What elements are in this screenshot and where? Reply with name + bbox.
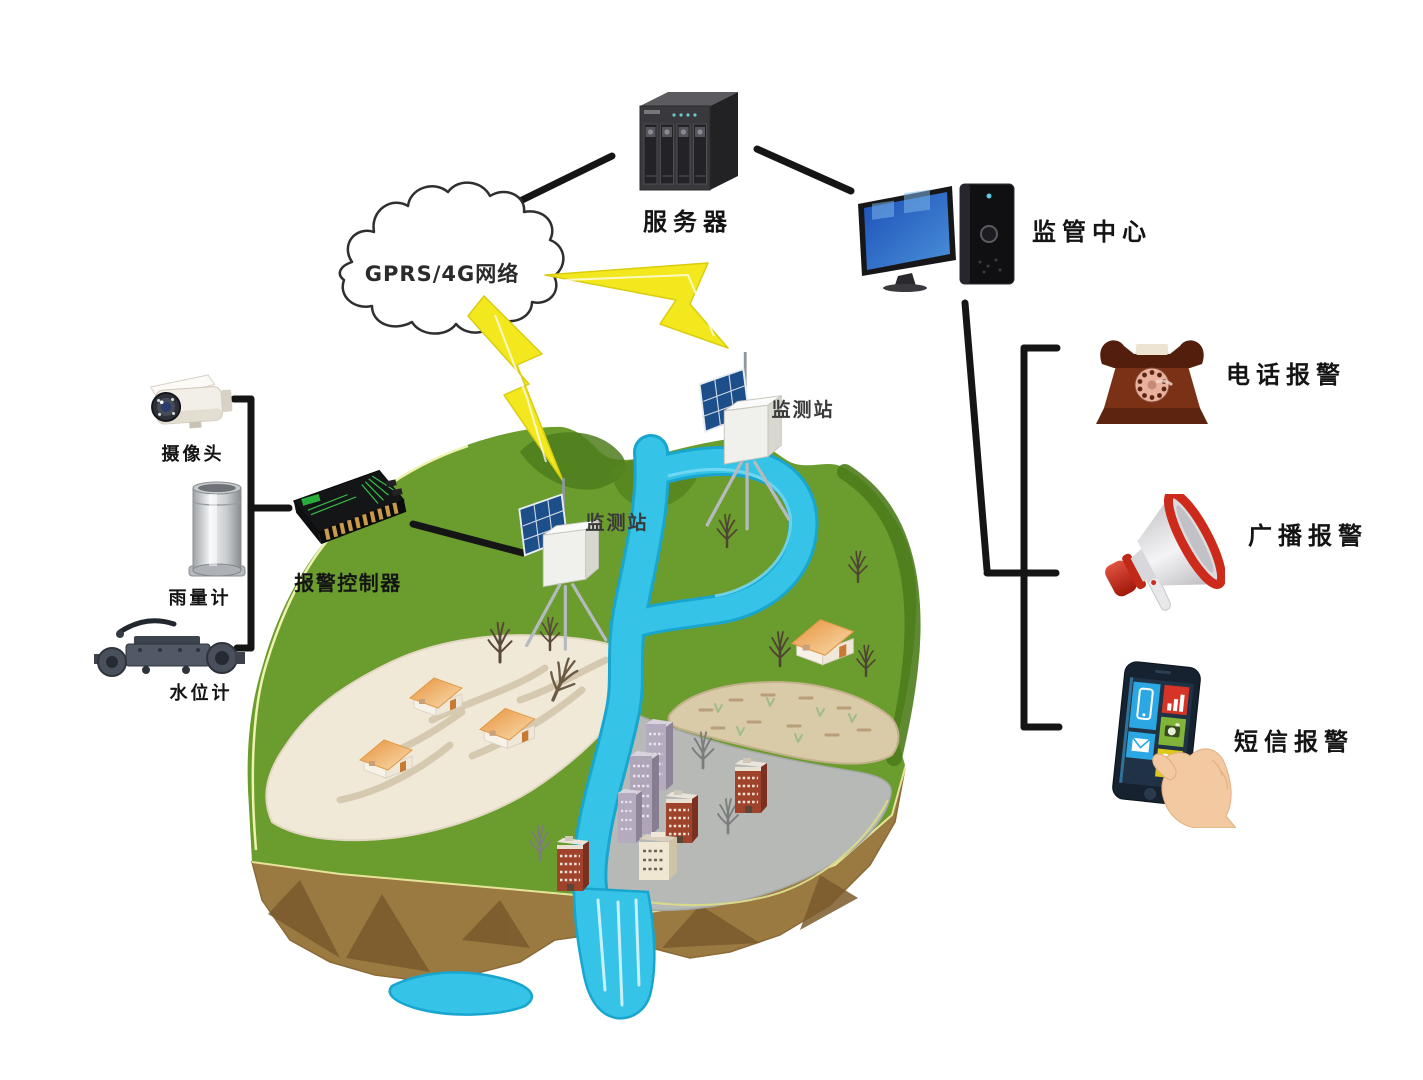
alarm-controller-label: 报警控制器 <box>294 573 402 595</box>
megaphone-icon <box>1105 494 1225 611</box>
lightning-bolt-left <box>467 295 564 482</box>
supervision-center-icon <box>858 183 1015 292</box>
rain-gauge-icon <box>188 481 246 577</box>
water-level-gauge-label: 水位计 <box>169 683 233 703</box>
station-left-label: 监测站 <box>585 513 649 534</box>
camera-label: 摄像头 <box>161 444 225 464</box>
farmland <box>667 680 900 765</box>
server-icon <box>639 92 738 191</box>
water-level-gauge-icon <box>94 618 245 677</box>
city-buildings <box>557 719 767 891</box>
lightning-bolt-right <box>544 262 729 349</box>
telephone-icon <box>1096 340 1208 424</box>
camera-icon <box>149 374 233 429</box>
phone-alarm-label: 电话报警 <box>1226 363 1346 389</box>
server-label: 服务器 <box>643 210 733 236</box>
alarm-controller-icon <box>292 469 407 545</box>
supervision-center-label: 监管中心 <box>1032 220 1152 246</box>
station-right-label: 监测站 <box>771 400 835 421</box>
network-label: GPRS/4G网络 <box>364 262 520 286</box>
broadcast-alarm-label: 广播报警 <box>1248 524 1368 550</box>
rain-gauge-label: 雨量计 <box>168 588 232 608</box>
hand-icon <box>1152 748 1236 828</box>
connector-lines <box>230 145 1063 731</box>
sms-phone-icon <box>1112 661 1236 828</box>
river <box>388 434 819 1020</box>
sms-alarm-label: 短信报警 <box>1234 730 1354 756</box>
